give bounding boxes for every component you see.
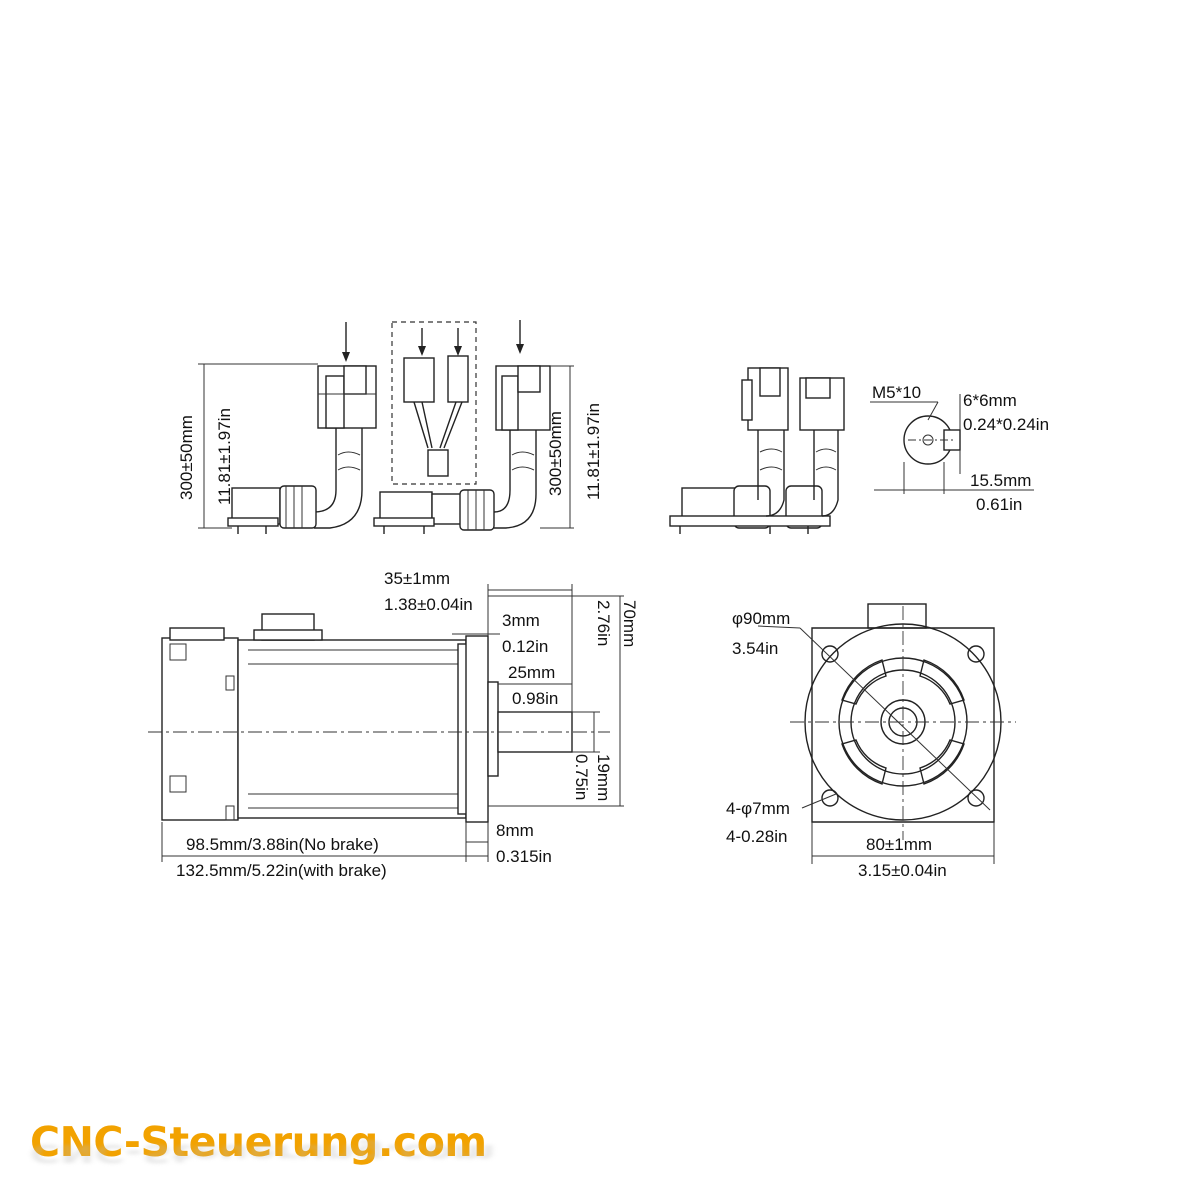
cable-length-mm-right: 300±50mm: [546, 411, 565, 496]
flange-to-face-in: 1.38±0.04in: [384, 595, 473, 614]
length-with-brake: 132.5mm/5.22in(with brake): [176, 861, 387, 880]
shaft-dia-in: 0.75in: [572, 754, 591, 800]
watermark-logo: CNC-Steuerung.com: [30, 1118, 487, 1166]
cable-length-mm-left: 300±50mm: [177, 415, 196, 500]
depth-mm-label: 15.5mm: [970, 471, 1031, 490]
key-mm-label: 6*6mm: [963, 391, 1017, 410]
shaft-end-view: [870, 394, 1034, 494]
flange-thk-in: 0.315in: [496, 847, 552, 866]
cable-view-left: [198, 322, 377, 534]
cable-length-in-right: 11.81±1.97in: [584, 403, 603, 500]
pcd-in: 3.54in: [732, 639, 778, 658]
pcd-mm: φ90mm: [732, 609, 790, 628]
depth-in-label: 0.61in: [976, 495, 1022, 514]
front-view: [757, 603, 1016, 864]
cable-view-middle: [373, 320, 574, 534]
shaft-dia-mm: 19mm: [594, 754, 613, 801]
flange-to-face-mm: 35±1mm: [384, 569, 450, 588]
flange-mm: 80±1mm: [866, 835, 932, 854]
flange-in: 3.15±0.04in: [858, 861, 947, 880]
spigot-mm: 3mm: [502, 611, 540, 630]
flange-thk-mm: 8mm: [496, 821, 534, 840]
watermark-reflection: CNC-Steuerung.com: [30, 1139, 496, 1168]
spigot-in: 0.12in: [502, 637, 548, 656]
cable-length-in-left: 11.81±1.97in: [215, 408, 234, 505]
cable-view-side: [669, 367, 845, 534]
height-in: 2.76in: [594, 600, 613, 646]
brake-connector-box: [391, 321, 477, 485]
holes-mm: 4-φ7mm: [726, 799, 790, 818]
thread-label: M5*10: [872, 383, 921, 402]
shaft-len-in: 0.98in: [512, 689, 558, 708]
key-in-label: 0.24*0.24in: [963, 415, 1049, 434]
holes-in: 4-0.28in: [726, 827, 787, 846]
length-no-brake: 98.5mm/3.88in(No brake): [186, 835, 379, 854]
shaft-len-mm: 25mm: [508, 663, 555, 682]
side-view: [148, 584, 624, 862]
height-mm: 70mm: [620, 600, 639, 647]
